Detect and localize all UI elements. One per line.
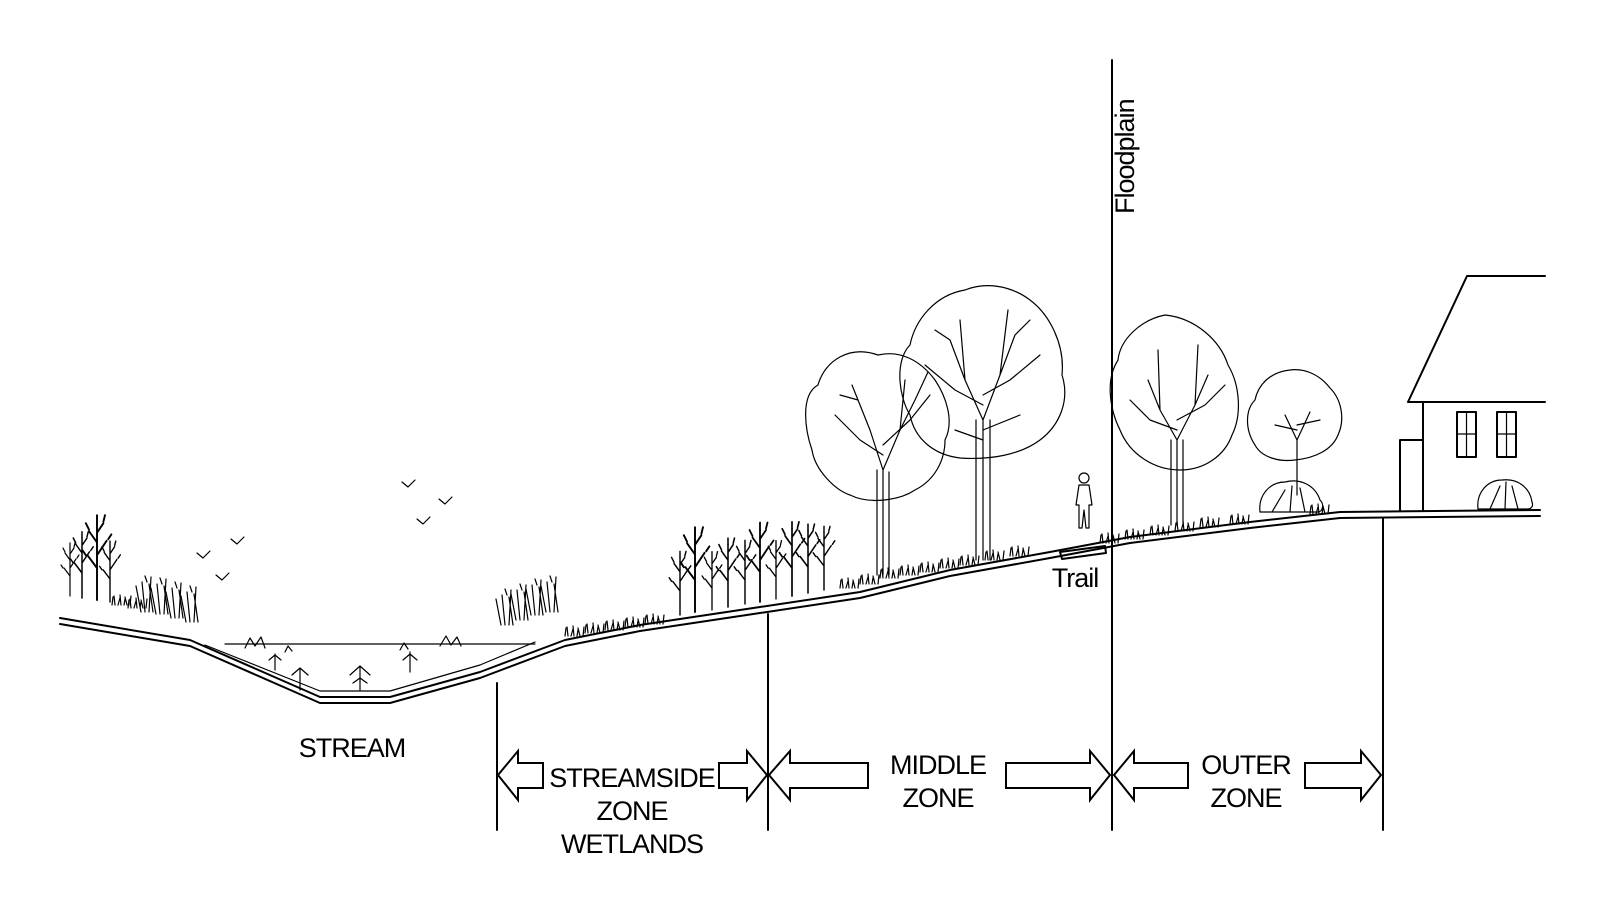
streamside-zone-label-line-3: WETLANDS (561, 829, 703, 859)
middle-zone-label-line-1: MIDDLE (890, 750, 986, 780)
tree-icon (806, 352, 950, 575)
shrub-icon (1260, 481, 1323, 512)
bird-icon (402, 480, 415, 487)
bird-icon (417, 517, 430, 524)
person-icon (1076, 473, 1092, 528)
grass-icon (1125, 529, 1144, 539)
shrub-icon (716, 538, 739, 607)
tree-icon (900, 286, 1065, 560)
shrub-icon (1478, 480, 1533, 509)
shrub-icon (813, 526, 835, 590)
grass-icon (840, 578, 859, 588)
arrow-icon (498, 751, 543, 800)
trail-label: Trail (1052, 563, 1099, 593)
streamside-saplings (669, 504, 1329, 615)
shrub-icon (61, 543, 79, 596)
grass-icon (920, 562, 939, 572)
floodplain-label: Floodplain (1110, 99, 1140, 214)
reed-icon (166, 582, 183, 618)
arrow-icon (1114, 751, 1188, 800)
shrub-icon (766, 541, 786, 599)
grass-icon (940, 558, 959, 568)
birds (197, 480, 452, 580)
arrow-icon (1305, 751, 1381, 800)
reed-icon (181, 586, 198, 622)
left-bank-saplings (61, 515, 198, 622)
shrub-icon (702, 552, 722, 610)
shrub-icon (71, 532, 94, 598)
bird-icon (231, 537, 244, 544)
streamside-zone-label-line-1: STREAMSIDE (549, 763, 715, 793)
reed-icon (541, 576, 558, 612)
house-icon (1400, 276, 1545, 510)
reed-icon (136, 576, 153, 612)
reed-icon (496, 589, 513, 625)
zone-boundaries (497, 60, 1383, 830)
stream-label: STREAM (299, 733, 406, 763)
bird-icon (216, 573, 229, 580)
bird-icon (439, 497, 452, 504)
arrow-icon (719, 751, 767, 800)
reed-icon (526, 579, 543, 615)
reed-icon (151, 578, 168, 614)
arrow-icon (1006, 751, 1110, 800)
right-bank-reeds (496, 576, 664, 636)
grass-icon (1010, 546, 1029, 556)
grass-icon (565, 626, 584, 636)
shrub-icon (100, 541, 121, 602)
outer-zone-label-line-2: ZONE (1210, 783, 1281, 813)
stream-channel (205, 636, 535, 691)
middle-zone-label-line-2: ZONE (902, 783, 973, 813)
bird-icon (197, 551, 210, 558)
ground-profile (60, 510, 1540, 703)
tree-icon (1248, 370, 1342, 495)
grass-icon (985, 550, 1004, 560)
grass-icon (585, 623, 604, 633)
shrub-icon (669, 551, 691, 615)
shrub-icon (681, 527, 710, 612)
streamside-zone-label-line-2: ZONE (596, 796, 667, 826)
reed-icon (511, 584, 528, 620)
shrub-icon (734, 540, 756, 604)
tree-icon (1110, 315, 1238, 525)
grass-icon (900, 565, 919, 575)
outer-zone-label-line-1: OUTER (1201, 750, 1291, 780)
arrow-icon (769, 751, 868, 800)
grass-icon (860, 574, 879, 584)
